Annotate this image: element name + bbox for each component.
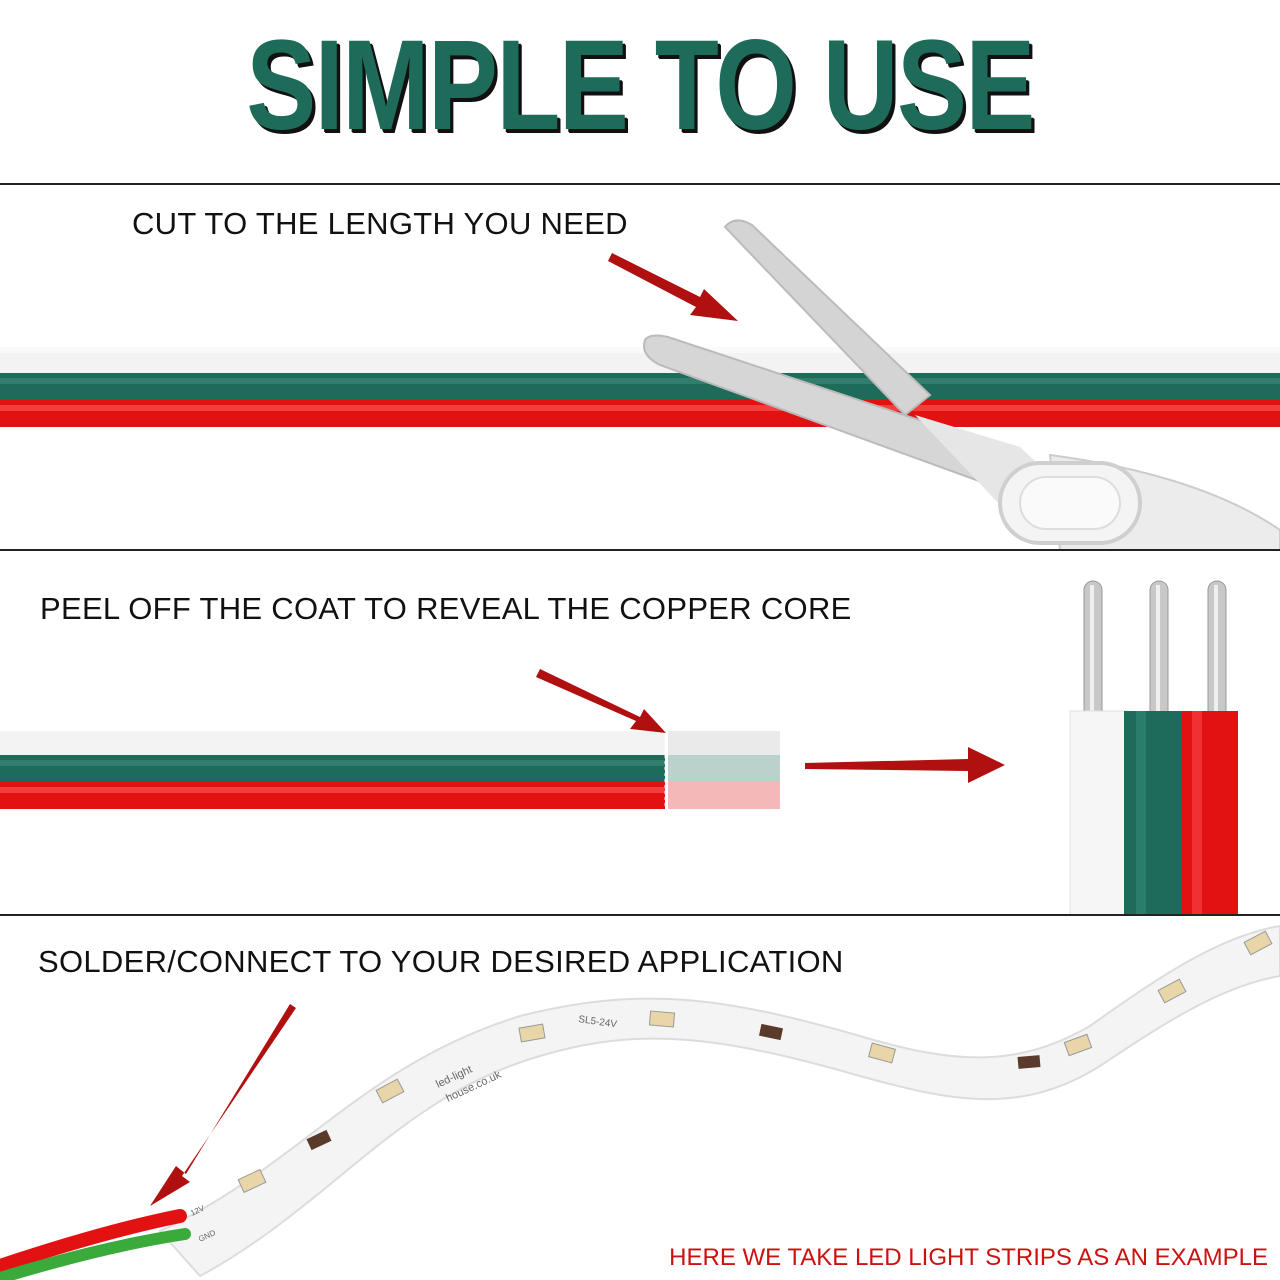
step-1-label: CUT TO THE LENGTH YOU NEED (132, 206, 628, 241)
peeled-section (668, 731, 780, 809)
step-3-label: SOLDER/CONNECT TO YOUR DESIRED APPLICATI… (38, 944, 844, 979)
arrow-icon (536, 669, 1005, 783)
step-1-graphic (0, 219, 1280, 551)
wire-cross-section-icon (1069, 580, 1238, 916)
connection-wires (0, 1209, 191, 1280)
step-3-graphic: led-light house.co.uk SL5-24V 12V GND (0, 924, 1280, 1280)
arrow-icon (608, 253, 738, 321)
ribbon-cable (0, 347, 1280, 427)
divider-top (0, 183, 1280, 185)
insulated-cable (0, 731, 665, 809)
led-strip-icon: led-light house.co.uk SL5-24V 12V GND (158, 924, 1280, 1278)
divider-bottom (0, 914, 1280, 916)
scissors-icon (643, 219, 1280, 551)
step-2-graphic (0, 580, 1238, 916)
footer-note: HERE WE TAKE LED LIGHT STRIPS AS AN EXAM… (669, 1244, 1268, 1271)
strip-voltage: SL5-24V (578, 1014, 618, 1030)
page-title: SIMPLE TO USE (246, 14, 1035, 157)
divider-middle (0, 549, 1280, 551)
step-2-label: PEEL OFF THE COAT TO REVEAL THE COPPER C… (40, 591, 852, 626)
arrow-icon (150, 1004, 296, 1206)
